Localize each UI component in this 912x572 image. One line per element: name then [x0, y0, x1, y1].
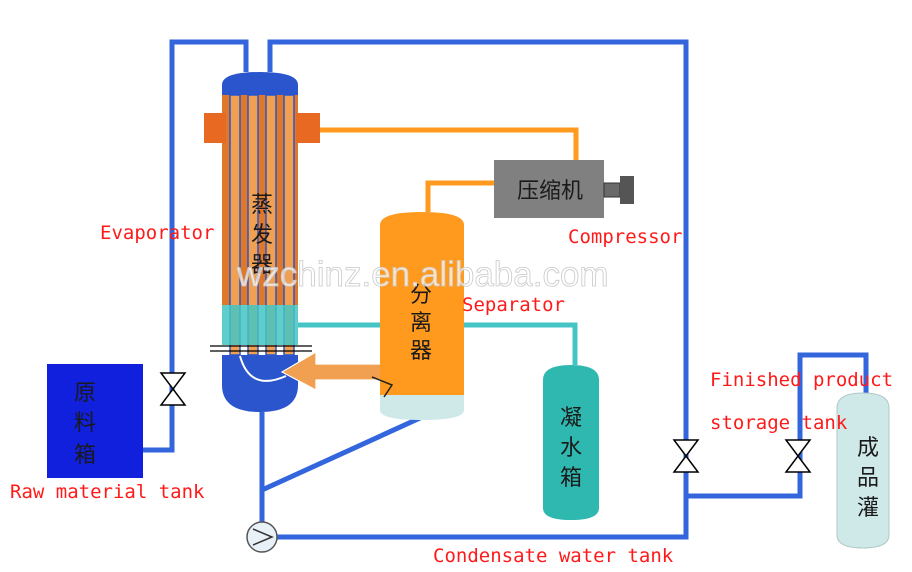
separator-label: Separator: [462, 294, 565, 316]
svg-text:分: 分: [410, 283, 432, 308]
product-tank-cn-label: 成 品 灌: [857, 436, 879, 521]
compressor: [494, 160, 634, 218]
svg-text:品: 品: [857, 466, 879, 491]
compressor-cn-label: 压缩机: [517, 179, 583, 204]
evaporator: [204, 72, 383, 412]
compressor-label: Compressor: [568, 226, 682, 248]
condensate-water-tank-label: Condensate water tank: [433, 545, 674, 567]
circulation-pipe-diagonal: [260, 415, 422, 493]
product-tank: [836, 392, 890, 549]
svg-text:离: 离: [410, 311, 432, 336]
vapor-pipe-to-compressor: [320, 127, 579, 160]
vapor-pipe-from-separator: [425, 180, 494, 212]
svg-text:箱: 箱: [560, 466, 582, 491]
valve-product-2: [784, 439, 812, 473]
svg-text:凝: 凝: [560, 406, 582, 431]
product-pipe: [267, 39, 869, 499]
svg-text:蒸: 蒸: [251, 193, 273, 218]
watermark: wzchinz.en.alibaba.com: [236, 255, 609, 294]
condensate-tank: [543, 365, 599, 520]
svg-text:发: 发: [251, 223, 273, 248]
condensate-tank-cn-label: 凝 水 箱: [560, 406, 582, 491]
finished-product-label-line1: Finished product: [710, 369, 893, 391]
pump: [246, 521, 278, 553]
svg-text:水: 水: [560, 436, 582, 461]
raw-material-tank-label: Raw material tank: [10, 481, 205, 503]
circulation-pipe-left: [259, 412, 689, 540]
svg-text:料: 料: [74, 411, 96, 436]
separator: [371, 212, 464, 420]
raw-tank-cn-label: 原 料 箱: [74, 381, 96, 468]
valve-raw: [159, 372, 187, 406]
valve-product-1: [672, 439, 700, 473]
svg-text:灌: 灌: [857, 496, 879, 521]
svg-text:箱: 箱: [74, 443, 96, 468]
raw-material-tank: [47, 364, 143, 478]
svg-text:原: 原: [74, 381, 96, 406]
separator-cn-label: 分 离 器: [410, 283, 432, 364]
evaporator-cn-label: 蒸 发 器: [251, 193, 273, 278]
finished-product-label-line2: storage tank: [710, 412, 848, 434]
svg-text:器: 器: [251, 253, 273, 278]
svg-text:成: 成: [857, 436, 879, 461]
evaporator-label: Evaporator: [100, 222, 214, 244]
feed-pipe: [143, 39, 249, 453]
svg-text:器: 器: [410, 339, 432, 364]
